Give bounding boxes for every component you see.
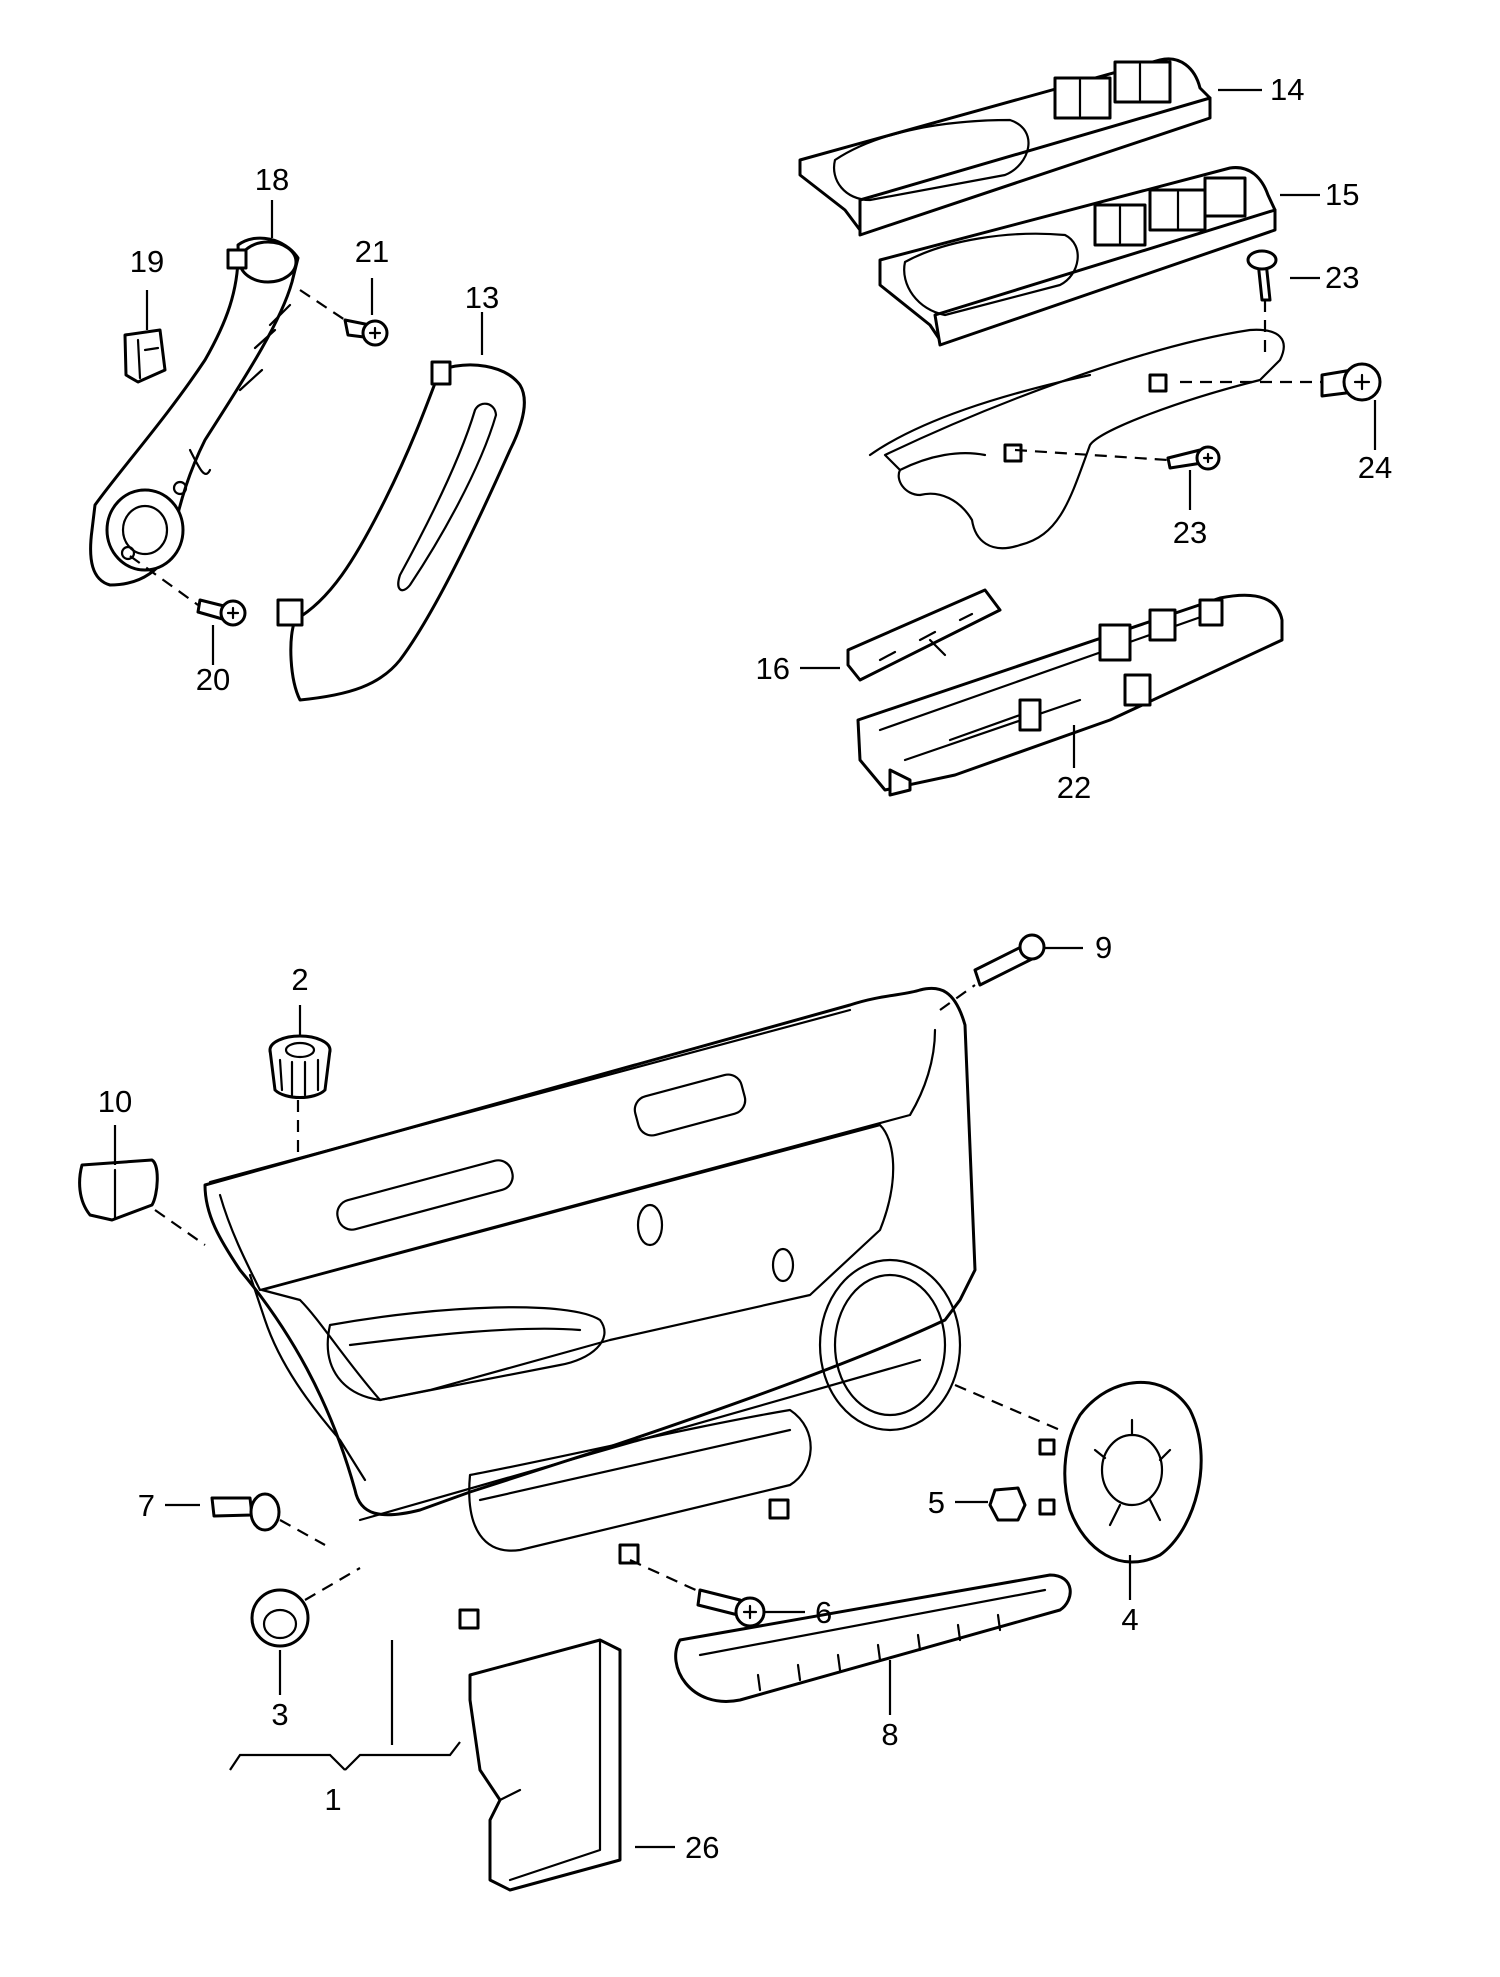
callout-26: 26 — [685, 1830, 719, 1865]
callout-2: 2 — [291, 962, 308, 997]
callout-labels: 18 19 21 13 20 14 15 23 24 23 16 22 2 10… — [98, 72, 1392, 1865]
callout-22: 22 — [1057, 770, 1091, 805]
part-21-screw — [299, 289, 389, 347]
callout-6: 6 — [815, 1595, 832, 1630]
part-16-switch-cover — [846, 588, 1002, 682]
part-5-nut — [988, 1486, 1027, 1522]
part-4-speaker — [954, 1380, 1203, 1564]
callout-20: 20 — [196, 662, 230, 697]
part-26-insulation — [468, 1638, 622, 1892]
part-18-handle-bracket — [89, 236, 300, 587]
callout-23-upper: 23 — [1325, 260, 1359, 295]
callout-4: 4 — [1121, 1602, 1138, 1637]
callout-23-lower: 23 — [1173, 515, 1207, 550]
part-24-screw — [1180, 362, 1382, 402]
callout-13: 13 — [465, 280, 499, 315]
part-20-screw — [129, 555, 247, 627]
callout-7: 7 — [138, 1488, 155, 1523]
part-7-clip — [210, 1492, 326, 1546]
part-15-switch-bezel — [878, 166, 1277, 347]
part-14-switch-bezel — [798, 57, 1212, 237]
part-3-clip — [250, 1567, 361, 1648]
callout-15: 15 — [1325, 177, 1359, 212]
callout-5: 5 — [928, 1485, 945, 1520]
callout-9: 9 — [1095, 930, 1112, 965]
part-1-door-trim-panel — [203, 986, 977, 1630]
part-22-switch-carrier — [856, 593, 1284, 797]
part-23-screw-lower — [1014, 445, 1221, 471]
part-19-clip — [123, 328, 167, 384]
part-10-cap — [78, 1158, 206, 1246]
callout-1: 1 — [324, 1782, 341, 1817]
callout-10: 10 — [98, 1084, 132, 1119]
leader-lines — [113, 88, 1377, 1849]
callout-21: 21 — [355, 234, 389, 269]
door-trim-detail — [868, 328, 1285, 550]
part-13-grab-handle — [276, 360, 526, 702]
callout-19: 19 — [130, 244, 164, 279]
callout-18: 18 — [255, 162, 289, 197]
callout-8: 8 — [881, 1717, 898, 1752]
part-8-seal-strip — [674, 1573, 1072, 1703]
part-9-screw — [939, 933, 1046, 1011]
callout-3: 3 — [271, 1697, 288, 1732]
callout-24: 24 — [1358, 450, 1392, 485]
part-2-button — [268, 1034, 332, 1160]
part-23-screw-upper — [1246, 249, 1278, 360]
callout-16: 16 — [756, 651, 790, 686]
part-6-screw — [629, 1558, 766, 1628]
callout-14: 14 — [1270, 72, 1304, 107]
